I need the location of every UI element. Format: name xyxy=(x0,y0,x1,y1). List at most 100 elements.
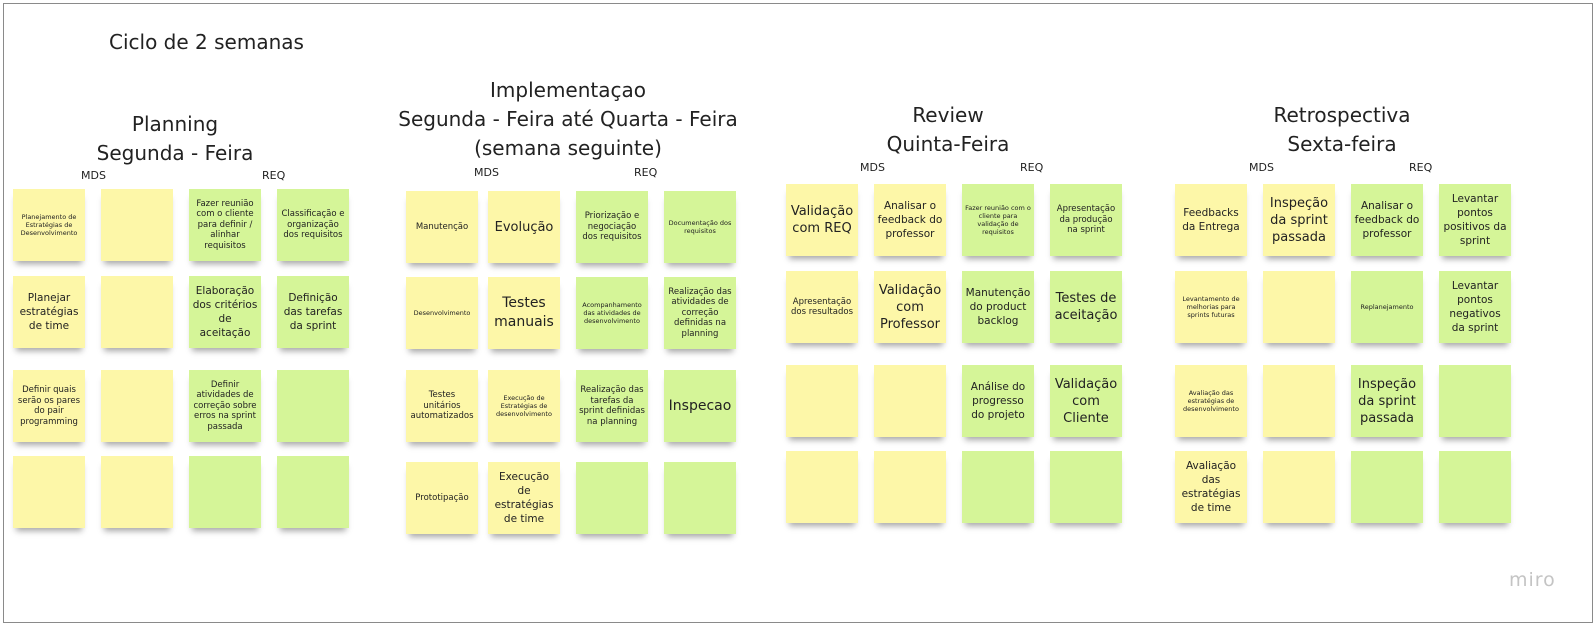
sticky-note-text: Fazer reunião com o cliente para definir… xyxy=(196,198,254,251)
sticky-note[interactable]: Testes manuais xyxy=(488,277,560,349)
sticky-note[interactable]: Validação com Cliente xyxy=(1050,365,1122,437)
sticky-note-text: Elaboração dos critérios de aceitação xyxy=(192,285,258,339)
sticky-note[interactable] xyxy=(13,456,85,528)
sticky-note[interactable]: Fazer reunião com o cliente para definir… xyxy=(189,189,261,261)
sticky-note-text: Inspeção da sprint passada xyxy=(1357,376,1417,426)
sticky-note[interactable]: Avaliação das estratégias de desenvolvim… xyxy=(1175,365,1247,437)
sticky-note[interactable] xyxy=(874,365,946,437)
sticky-note-text: Prototipação xyxy=(415,492,469,503)
sticky-note[interactable]: Feedbacks da Entrega xyxy=(1175,184,1247,256)
sticky-note[interactable]: Replanejamento xyxy=(1351,271,1423,343)
sticky-note[interactable] xyxy=(101,370,173,442)
sticky-note[interactable] xyxy=(1263,271,1335,343)
sticky-note[interactable]: Evolução xyxy=(488,191,560,263)
sticky-note[interactable]: Validação com Professor xyxy=(874,271,946,343)
sticky-note[interactable]: Elaboração dos critérios de aceitação xyxy=(189,276,261,348)
sticky-note[interactable]: Classificação e organização dos requisit… xyxy=(277,189,349,261)
sticky-note-text: Documentação dos requisitos xyxy=(668,219,732,235)
sticky-note[interactable] xyxy=(1263,451,1335,523)
sticky-note[interactable] xyxy=(189,456,261,528)
sticky-note[interactable] xyxy=(874,451,946,523)
sticky-note[interactable] xyxy=(962,451,1034,523)
sticky-note[interactable]: Planejamento de Estratégias de Desenvolv… xyxy=(13,189,85,261)
sticky-note[interactable] xyxy=(786,451,858,523)
sticky-note[interactable]: Definir quais serão os pares do pair pro… xyxy=(13,370,85,442)
sticky-note[interactable]: Testes unitários automatizados xyxy=(406,370,478,442)
sticky-note[interactable]: Validação com REQ xyxy=(786,184,858,256)
sticky-note[interactable]: Apresentação dos resultados xyxy=(786,271,858,343)
sticky-note-text: Manutenção do product backlog xyxy=(965,287,1031,327)
sticky-note[interactable] xyxy=(1263,365,1335,437)
sticky-note[interactable]: Análise do progresso do projeto xyxy=(962,365,1034,437)
sticky-note[interactable]: Manutenção do product backlog xyxy=(962,271,1034,343)
sticky-note[interactable]: Execução de Estratégias de desenvolvimen… xyxy=(488,370,560,442)
board-title: Ciclo de 2 semanas xyxy=(109,30,304,54)
heading-line: Segunda - Feira até Quarta - Feira xyxy=(398,107,738,131)
sticky-note[interactable]: Inspeção da sprint passada xyxy=(1263,184,1335,256)
sticky-note[interactable]: Avaliação das estratégias de time xyxy=(1175,451,1247,523)
sticky-note-text: Realização das tarefas da sprint definid… xyxy=(579,385,645,427)
sticky-note-text: Definir atividades de correção sobre err… xyxy=(193,379,257,432)
sticky-note[interactable]: Realização das atividades de correção de… xyxy=(664,277,736,349)
sticky-note[interactable]: Desenvolvimento xyxy=(406,277,478,349)
sticky-note-text: Validação com Cliente xyxy=(1054,376,1118,426)
sticky-note-text: Testes manuais xyxy=(494,295,554,330)
sticky-note-text: Evolução xyxy=(494,219,554,235)
sticky-note[interactable]: Fazer reunião com o cliente para validaç… xyxy=(962,184,1034,256)
heading-line: Quinta-Feira xyxy=(886,132,1010,156)
heading-line: Segunda - Feira xyxy=(96,141,254,165)
sticky-note[interactable] xyxy=(1351,451,1423,523)
sticky-note[interactable]: Levantamento de melhorias para sprints f… xyxy=(1175,271,1247,343)
sticky-note[interactable]: Definição das tarefas da sprint xyxy=(277,276,349,348)
sticky-note[interactable] xyxy=(101,189,173,261)
sticky-note[interactable]: Documentação dos requisitos xyxy=(664,191,736,263)
sticky-note-text: Planejar estratégias de time xyxy=(19,292,79,332)
sticky-note[interactable]: Apresentação da produção na sprint xyxy=(1050,184,1122,256)
sticky-note[interactable]: Inspeção da sprint passada xyxy=(1351,365,1423,437)
sticky-note[interactable]: Realização das tarefas da sprint definid… xyxy=(576,370,648,442)
sticky-note[interactable]: Inspecao xyxy=(664,370,736,442)
sticky-note-text: Validação com Professor xyxy=(878,282,942,332)
sticky-note[interactable] xyxy=(277,370,349,442)
sticky-note[interactable] xyxy=(1050,451,1122,523)
req-label: REQ xyxy=(1020,161,1044,174)
heading-line: Review xyxy=(912,103,984,127)
sticky-note-text: Analisar o feedback do professor xyxy=(1354,200,1420,240)
sticky-note-text: Classificação e organização dos requisit… xyxy=(281,209,345,241)
sticky-note[interactable]: Execução de estratégias de time xyxy=(488,462,560,534)
mds-label: MDS xyxy=(1249,161,1274,174)
sticky-note[interactable] xyxy=(101,456,173,528)
sticky-note[interactable]: Analisar o feedback do professor xyxy=(874,184,946,256)
sticky-note-text: Acompanhamento das atividades de desenvo… xyxy=(582,301,642,325)
sticky-note[interactable] xyxy=(1439,365,1511,437)
heading-line: Retrospectiva xyxy=(1273,103,1411,127)
sticky-note[interactable]: Analisar o feedback do professor xyxy=(1351,184,1423,256)
req-label: REQ xyxy=(262,169,286,182)
sticky-note[interactable] xyxy=(277,456,349,528)
sticky-note-text: Manutenção xyxy=(415,221,469,232)
sticky-note[interactable]: Manutenção xyxy=(406,191,478,263)
heading-line: Planning xyxy=(131,112,219,136)
sticky-note[interactable] xyxy=(576,462,648,534)
heading-line: Implementaçao xyxy=(490,78,646,102)
sticky-note[interactable]: Levantar pontos negativos da sprint xyxy=(1439,271,1511,343)
sticky-note-text: Levantamento de melhorias para sprints f… xyxy=(1182,295,1240,319)
sticky-note[interactable]: Acompanhamento das atividades de desenvo… xyxy=(576,277,648,349)
sticky-note[interactable]: Planejar estratégias de time xyxy=(13,276,85,348)
sticky-note[interactable]: Definir atividades de correção sobre err… xyxy=(189,370,261,442)
sticky-note[interactable]: Levantar pontos positivos da sprint xyxy=(1439,184,1511,256)
sticky-note[interactable] xyxy=(1439,451,1511,523)
sticky-note-text: Levantar pontos negativos da sprint xyxy=(1449,280,1501,334)
req-label: REQ xyxy=(634,166,658,179)
sticky-note[interactable]: Testes de aceitação xyxy=(1050,271,1122,343)
sticky-note[interactable]: Prototipação xyxy=(406,462,478,534)
sticky-note[interactable] xyxy=(101,276,173,348)
sticky-note[interactable] xyxy=(786,365,858,437)
sticky-note-text: Analisar o feedback do professor xyxy=(877,200,943,240)
sticky-note[interactable] xyxy=(664,462,736,534)
sticky-note[interactable]: Priorização e negociação dos requisitos xyxy=(576,191,648,263)
